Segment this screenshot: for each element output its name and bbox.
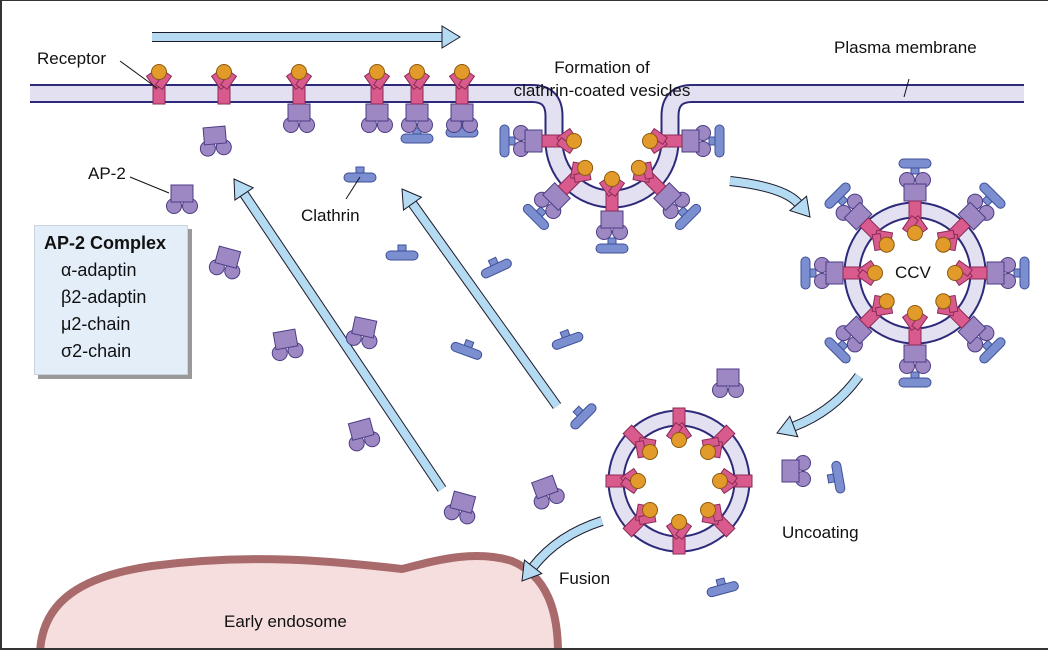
- legend-item-sigma2-chain: σ2-chain: [61, 341, 132, 361]
- ap2-complex: [596, 210, 628, 240]
- ap2-complex: [343, 416, 382, 454]
- clathrin-label: Clathrin: [301, 206, 360, 225]
- ap2-complex-legend: AP-2 Complex α-adaptin β2-adaptin μ2-cha…: [34, 225, 188, 375]
- fusion-arrow-shaft: [529, 517, 604, 570]
- legend-item-beta2-adaptin: β2-adaptin: [61, 287, 147, 307]
- fusion-arrow: [521, 516, 604, 582]
- ap2-complex: [986, 257, 1016, 289]
- clathrin: [449, 335, 486, 362]
- ap2-recycle-arrow-shaft: [240, 191, 446, 492]
- ap2-complex: [899, 344, 931, 374]
- ap2-complex: [899, 172, 931, 202]
- clathrin-recycle-arrow-head: [401, 188, 423, 211]
- ap2-complex: [268, 327, 305, 363]
- ap2-complex: [344, 315, 382, 351]
- legend-title: AP-2 Complex: [44, 233, 167, 253]
- clathrin: [564, 397, 599, 432]
- clathrin: [708, 124, 725, 158]
- plasma-membrane-label: Plasma membrane: [834, 38, 977, 57]
- formation-label-line2: clathrin-coated vesicles: [513, 81, 691, 100]
- ap2-complex: [361, 103, 393, 133]
- fusion-arrow-head: [521, 559, 543, 582]
- clathrin: [1013, 256, 1030, 290]
- ap2-complex: [166, 184, 198, 214]
- formation-label-line1: Formation of: [554, 58, 650, 77]
- clathrin: [898, 371, 932, 388]
- to-uncoating-arrow: [776, 373, 864, 438]
- ap2-complex: [513, 125, 543, 157]
- to-ccv-arrow-shaft: [729, 177, 802, 207]
- clathrin: [800, 256, 817, 290]
- to-uncoating-arrow-shaft: [792, 373, 863, 431]
- to-uncoating-arrow-head: [776, 415, 799, 438]
- clathrin: [824, 460, 847, 496]
- fusion-label: Fusion: [559, 569, 611, 588]
- membrane-flow-arrow-head: [441, 25, 461, 49]
- legend-item-mu2-chain: μ2-chain: [61, 314, 131, 334]
- ap2-complex: [442, 489, 481, 527]
- ap2-leader-line: [129, 176, 170, 194]
- ap2-complex: [781, 455, 811, 487]
- ap2-complex: [814, 257, 844, 289]
- to-ccv-arrow-head: [788, 195, 811, 218]
- to-ccv-arrow: [729, 176, 811, 218]
- ap2-recycle-arrow-head: [233, 178, 255, 201]
- receptor-label: Receptor: [37, 49, 106, 68]
- clathrin-recycle-arrow-shaft: [409, 201, 561, 409]
- ap2-complex: [526, 473, 567, 512]
- clathrin: [343, 166, 377, 183]
- clathrin: [499, 124, 516, 158]
- ap2-recycle-arrow: [233, 178, 447, 492]
- clathrin: [385, 244, 419, 261]
- clathrin-leader-line: [345, 176, 361, 200]
- ap2-label: AP-2: [88, 164, 126, 183]
- uncoating-label: Uncoating: [782, 523, 859, 542]
- clathrin: [595, 237, 629, 254]
- clathrin: [476, 251, 514, 280]
- clathrin: [898, 158, 932, 175]
- membrane-flow-arrow: [152, 25, 461, 49]
- early-endosome: [36, 551, 562, 648]
- ccv-label: CCV: [895, 263, 931, 282]
- receptor-leader-line: [119, 60, 158, 89]
- early-endosome-label: Early endosome: [224, 612, 347, 631]
- ap2-complex: [712, 368, 744, 398]
- clathrin-recycle-arrow: [401, 188, 562, 409]
- legend-item-alpha-adaptin: α-adaptin: [61, 260, 137, 280]
- clathrin: [548, 325, 585, 352]
- clathrin: [704, 574, 740, 599]
- ap2-complex: [207, 244, 246, 282]
- ap2-complex: [681, 125, 711, 157]
- ap2-complex: [198, 125, 233, 158]
- plasma-membrane-leader-line: [903, 78, 910, 98]
- ap2-complex: [283, 103, 315, 133]
